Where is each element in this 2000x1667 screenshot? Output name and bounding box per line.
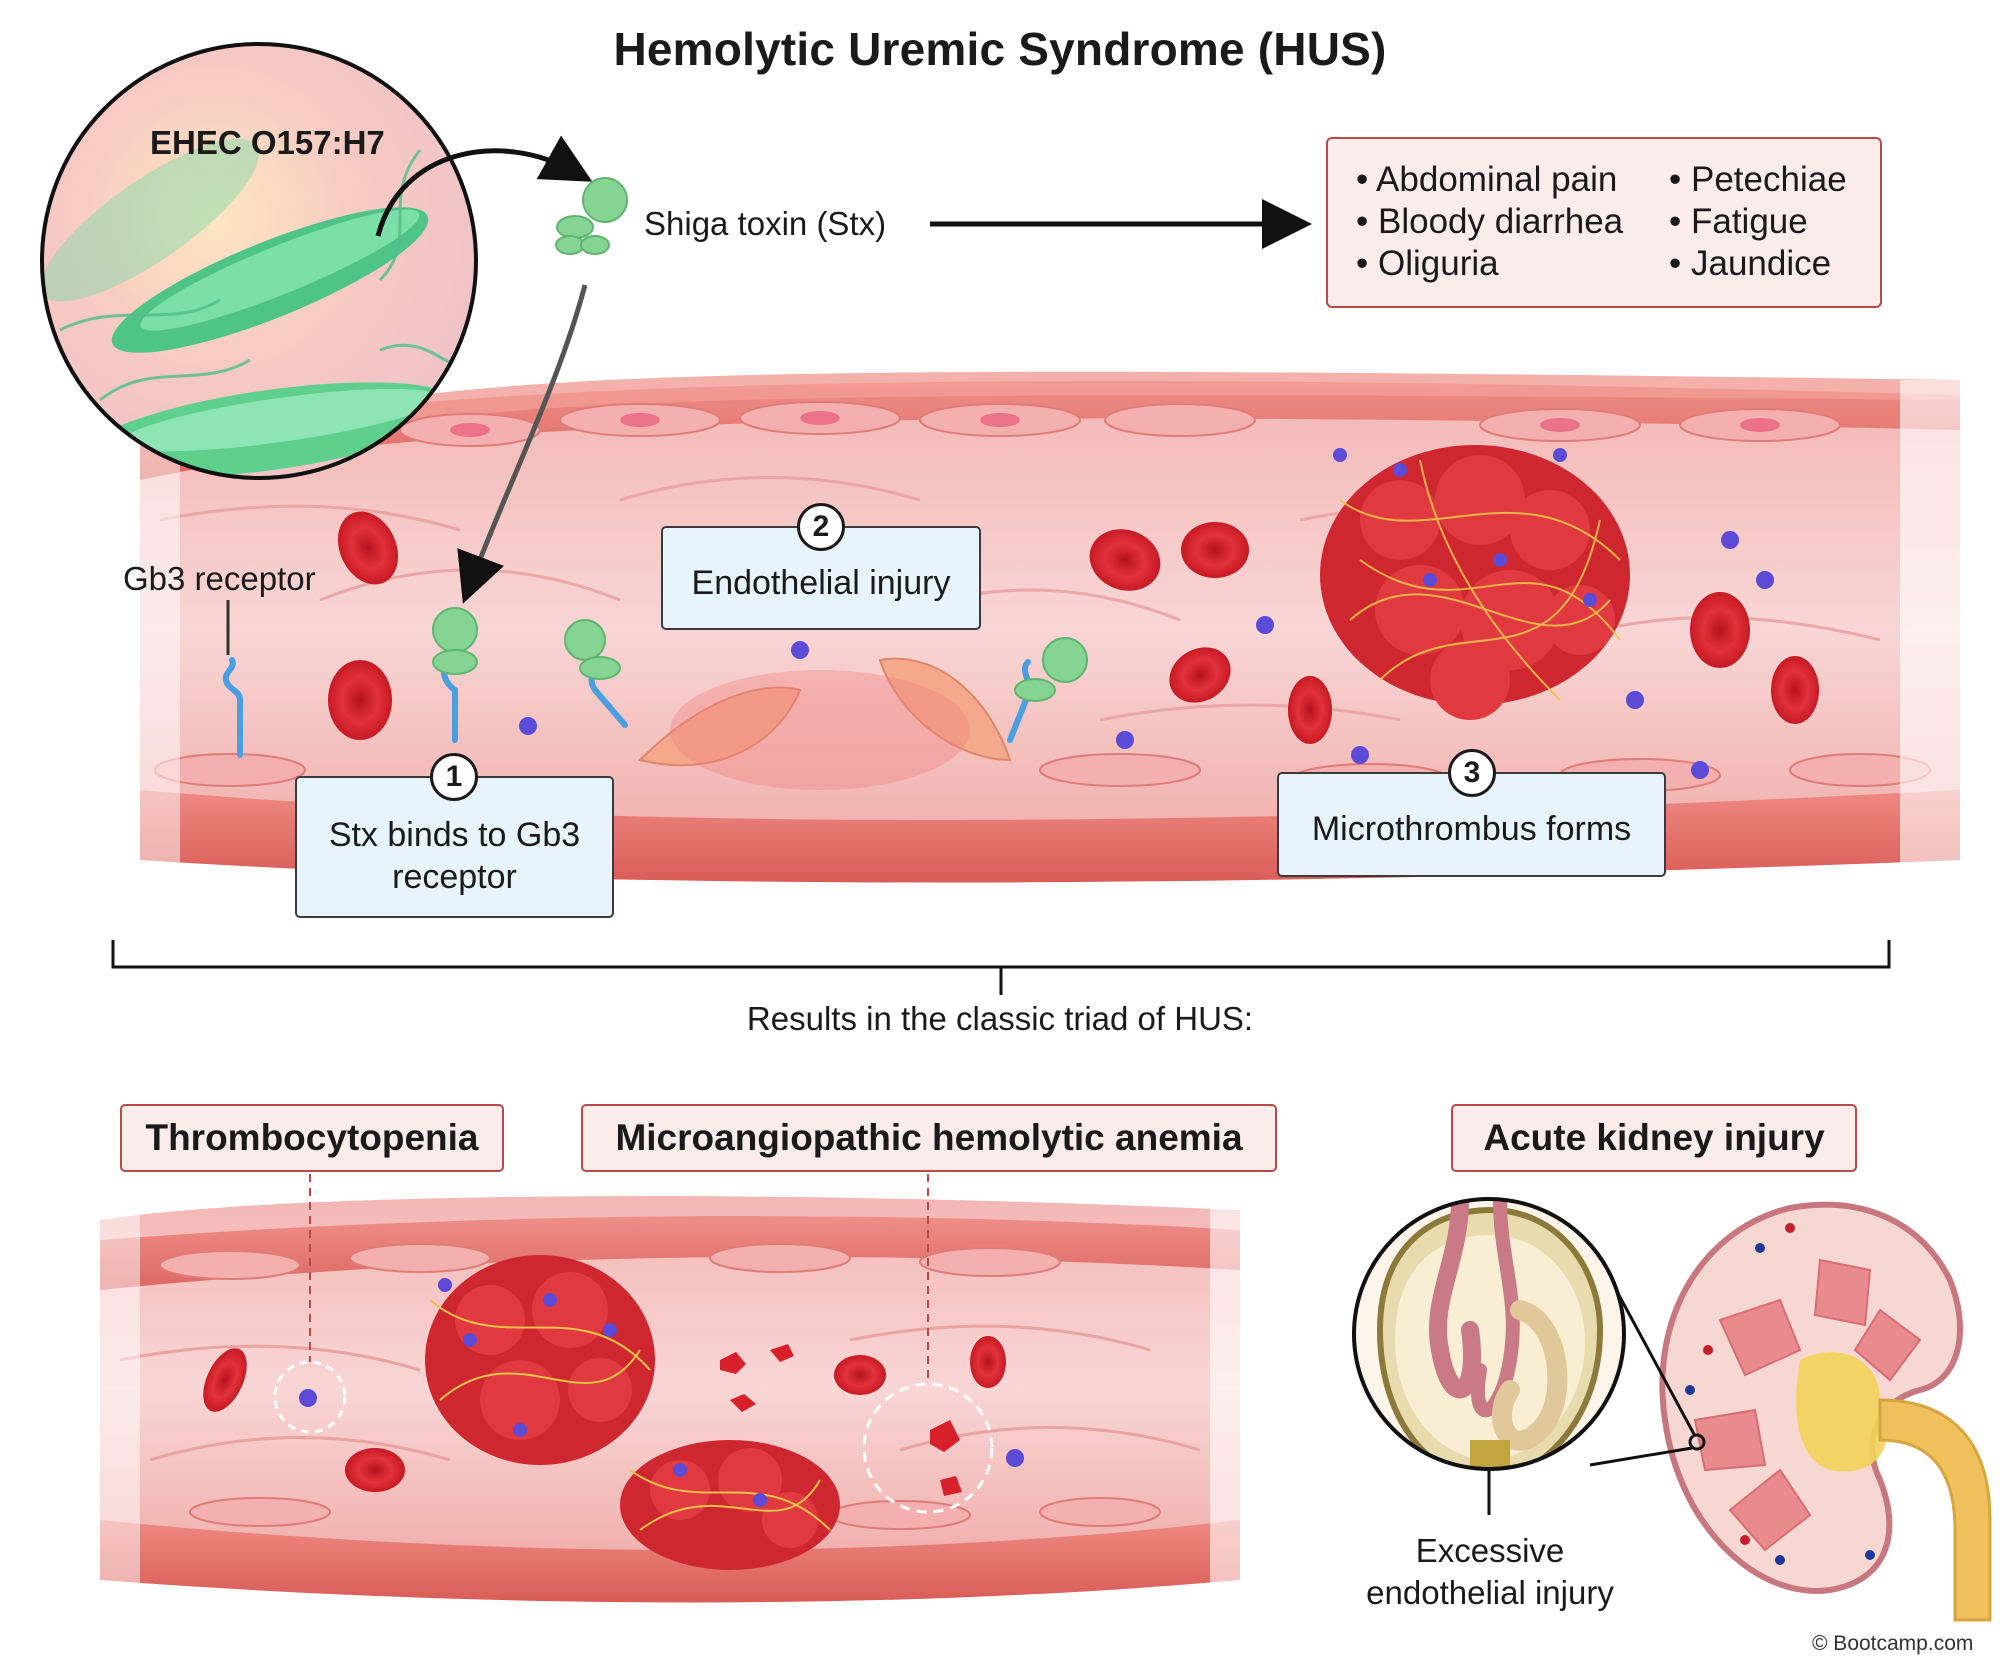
toxin-label: Shiga toxin (Stx) (644, 205, 887, 242)
kidney-caption-line1: Excessive (1415, 1532, 1565, 1569)
top-blood-vessel (100, 371, 2000, 900)
step-2-text: Endothelial injury (691, 564, 951, 602)
microthrombus-bottom-right (620, 1440, 840, 1570)
triad-bracket (111, 940, 1891, 995)
shiga-toxins-bound (432, 607, 1088, 702)
symptom-item: Abdominal pain (1356, 159, 1623, 201)
bacteria-magnified-view (40, 42, 478, 480)
step-2-box: Endothelial injury (661, 526, 981, 630)
shiga-toxin-icon (555, 177, 628, 255)
toxin-to-receptor-arrow (457, 284, 588, 604)
platelets-bottom (299, 1278, 1024, 1507)
triad-kidney-injury: Acute kidney injury (1451, 1104, 1857, 1172)
microthrombus-bottom-left (425, 1255, 655, 1465)
step-3-badge: 3 (1448, 749, 1496, 797)
triad-intro: Results in the classic triad of HUS: (746, 1000, 1254, 1037)
bacteria-to-toxin-arrow (375, 135, 593, 237)
bacteria-label: EHEC O157:H7 (150, 124, 385, 161)
red-blood-cells-top (328, 511, 1819, 744)
schistocytes (720, 1344, 962, 1496)
glomerulus-magnified-view (1352, 1197, 1626, 1515)
step-1-text-line1: Stx binds to Gb3 (328, 816, 581, 854)
symptom-item: Oliguria (1356, 243, 1623, 285)
symptoms-column-2: Petechiae Fatigue Jaundice (1669, 159, 1847, 285)
kidney-caption-line2: endothelial injury (1366, 1574, 1614, 1611)
triad-anemia: Microangiopathic hemolytic anemia (581, 1104, 1277, 1172)
step-2-badge: 2 (797, 503, 845, 551)
step-3-text: Microthrombus forms (1311, 810, 1632, 848)
symptoms-column-1: Abdominal pain Bloody diarrhea Oliguria (1356, 159, 1623, 285)
symptom-item: Fatigue (1669, 201, 1847, 243)
step-1-badge: 1 (430, 753, 478, 801)
platelets-top (519, 448, 1774, 779)
symptoms-box: Abdominal pain Bloody diarrhea Oliguria … (1326, 137, 1882, 308)
schistocyte-highlight-circle (862, 1382, 994, 1514)
gb3-receptor-label: Gb3 receptor (123, 560, 316, 597)
platelet-highlight-circle (273, 1360, 347, 1434)
symptom-item: Jaundice (1669, 243, 1847, 285)
bottom-blood-vessel (80, 1196, 1270, 1620)
kidney-caption: Excessive endothelial injury (1320, 1530, 1660, 1614)
kidney-illustration (1589, 1201, 1992, 1622)
microthrombus-top (1320, 445, 1630, 720)
page-title: Hemolytic Uremic Syndrome (HUS) (613, 23, 1387, 75)
copyright-credit: © Bootcamp.com (1812, 1632, 1974, 1655)
triad-thrombocytopenia: Thrombocytopenia (120, 1104, 504, 1172)
red-blood-cells-bottom (203, 1336, 1006, 1492)
symptom-item: Bloody diarrhea (1356, 201, 1623, 243)
step-1-text-line2: receptor (392, 858, 517, 896)
symptom-item: Petechiae (1669, 159, 1847, 201)
